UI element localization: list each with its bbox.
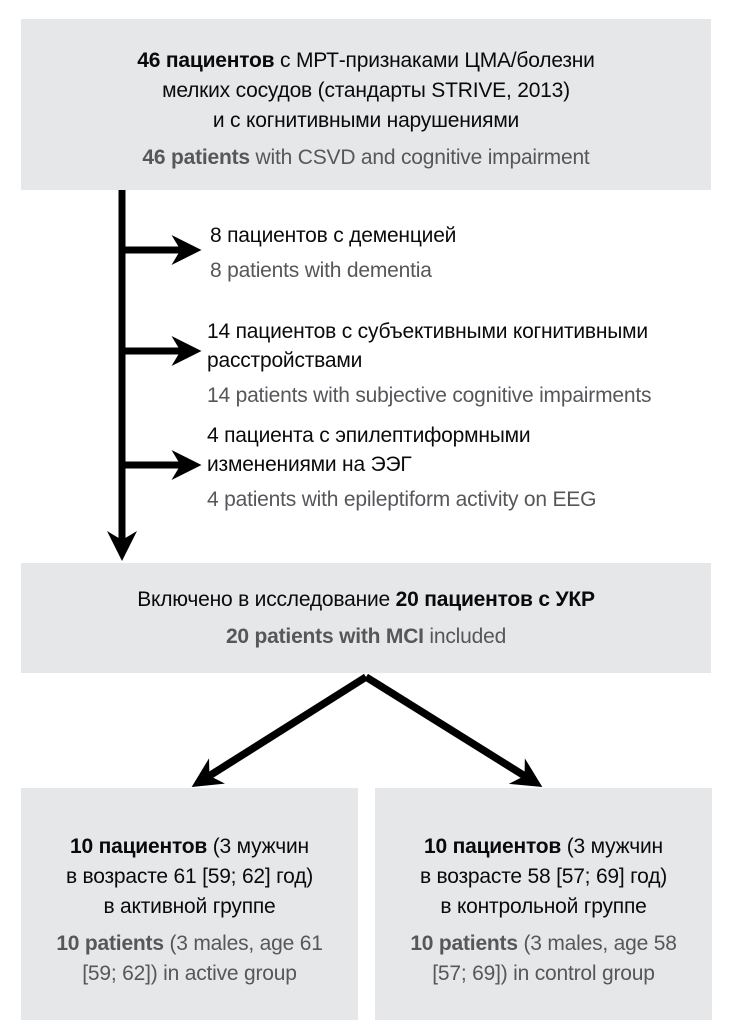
en-rest: with CSVD and cognitive impairment xyxy=(249,146,590,169)
exclusion-epileptiform: 4 пациента с эпилептиформными изменениям… xyxy=(207,421,596,514)
active-ru-line-1-rest: (3 мужчин xyxy=(207,834,309,858)
split-arrow-right xyxy=(364,673,543,787)
ru-line-1-count: 46 пациентов xyxy=(137,49,275,72)
exclusion-dementia: 8 пациентов с деменцией 8 patients with … xyxy=(210,221,456,285)
ru-line-3: и с когнитивными нарушениями xyxy=(212,109,520,132)
active-en-line-1-rest: (3 males, age 61 xyxy=(163,931,323,955)
control-ru-count: 10 пациентов xyxy=(424,834,562,858)
box-total-patients: 46 пациентов с МРТ-признаками ЦМА/болезн… xyxy=(21,19,711,190)
exclusion-subjective-ru-line-2: расстройствами xyxy=(207,349,363,372)
en-count: 46 patients xyxy=(142,146,250,169)
box-active-group: 10 пациентов (3 мужчин в возрасте 61 [59… xyxy=(21,788,358,1020)
included-ru-bold: 20 пациентов с УКР xyxy=(395,587,595,611)
exclusion-subjective-ru-line-1: 14 пациентов с субъективными когнитивным… xyxy=(207,320,648,343)
active-ru-count: 10 пациентов xyxy=(70,834,208,858)
control-en-count: 10 patients xyxy=(410,931,518,955)
control-en-line-2: [57; 69]) in control group xyxy=(432,961,655,985)
active-en-line-1: 10 patients (3 males, age 61 xyxy=(56,929,323,959)
exclusion-epileptiform-en: 4 patients with epileptiform activity on… xyxy=(207,488,597,511)
split-arrow-left xyxy=(191,673,369,788)
active-group-ru: 10 пациентов (3 мужчин в возрасте 61 [59… xyxy=(66,832,313,922)
active-en-count: 10 patients xyxy=(56,931,164,955)
active-ru-line-3: в активной группе xyxy=(103,894,276,918)
exclusion-epileptiform-ru-line-1: 4 пациента с эпилептиформными xyxy=(207,424,531,447)
control-ru-line-3: в контрольной группе xyxy=(440,894,647,918)
control-group-ru: 10 пациентов (3 мужчин в возрасте 58 [57… xyxy=(420,832,667,922)
active-ru-line-2: в возрасте 61 [59; 62] год) xyxy=(65,864,314,888)
included-en-regular: included xyxy=(423,624,507,648)
included-en: 20 patients with MCI included xyxy=(226,622,506,652)
control-en-line-1-rest: (3 males, age 58 xyxy=(517,931,677,955)
control-ru-line-1: 10 пациентов (3 мужчин xyxy=(420,832,667,862)
total-patients-ru: 46 пациентов с МРТ-признаками ЦМА/болезн… xyxy=(137,46,595,136)
total-patients-en: 46 patients with CSVD and cognitive impa… xyxy=(142,143,589,173)
box-included-patients: Включено в исследование 20 пациентов с У… xyxy=(21,563,711,673)
active-group-en: 10 patients (3 males, age 61 [59; 62]) i… xyxy=(56,929,323,989)
active-en-line-2: [59; 62]) in active group xyxy=(82,961,297,985)
control-group-en: 10 patients (3 males, age 58 [57; 69]) i… xyxy=(410,929,677,989)
exclusion-epileptiform-ru-line-2: изменениями на ЭЭГ xyxy=(207,453,412,476)
control-ru-line-1-rest: (3 мужчин xyxy=(561,834,663,858)
box-control-group: 10 пациентов (3 мужчин в возрасте 58 [57… xyxy=(375,788,712,1020)
exclusion-dementia-en: 8 patients with dementia xyxy=(210,259,432,282)
active-ru-line-1: 10 пациентов (3 мужчин xyxy=(66,832,313,862)
included-ru: Включено в исследование 20 пациентов с У… xyxy=(137,585,595,615)
included-ru-regular: Включено в исследование xyxy=(137,587,396,611)
ru-line-2: мелких сосудов (стандарты STRIVE, 2013) xyxy=(162,79,570,102)
control-en-line-1: 10 patients (3 males, age 58 xyxy=(410,929,677,959)
exclusion-subjective-en: 14 patients with subjective cognitive im… xyxy=(207,384,652,407)
exclusion-dementia-ru: 8 пациентов с деменцией xyxy=(210,224,457,247)
ru-line-1: 46 пациентов с МРТ-признаками ЦМА/болезн… xyxy=(137,46,595,76)
exclusion-subjective: 14 пациентов с субъективными когнитивным… xyxy=(207,317,651,410)
control-ru-line-2: в возрасте 58 [57; 69] год) xyxy=(419,864,668,888)
included-en-bold: 20 patients with MCI xyxy=(225,624,424,648)
ru-line-1-rest: с МРТ-признаками ЦМА/болезни xyxy=(274,49,595,72)
